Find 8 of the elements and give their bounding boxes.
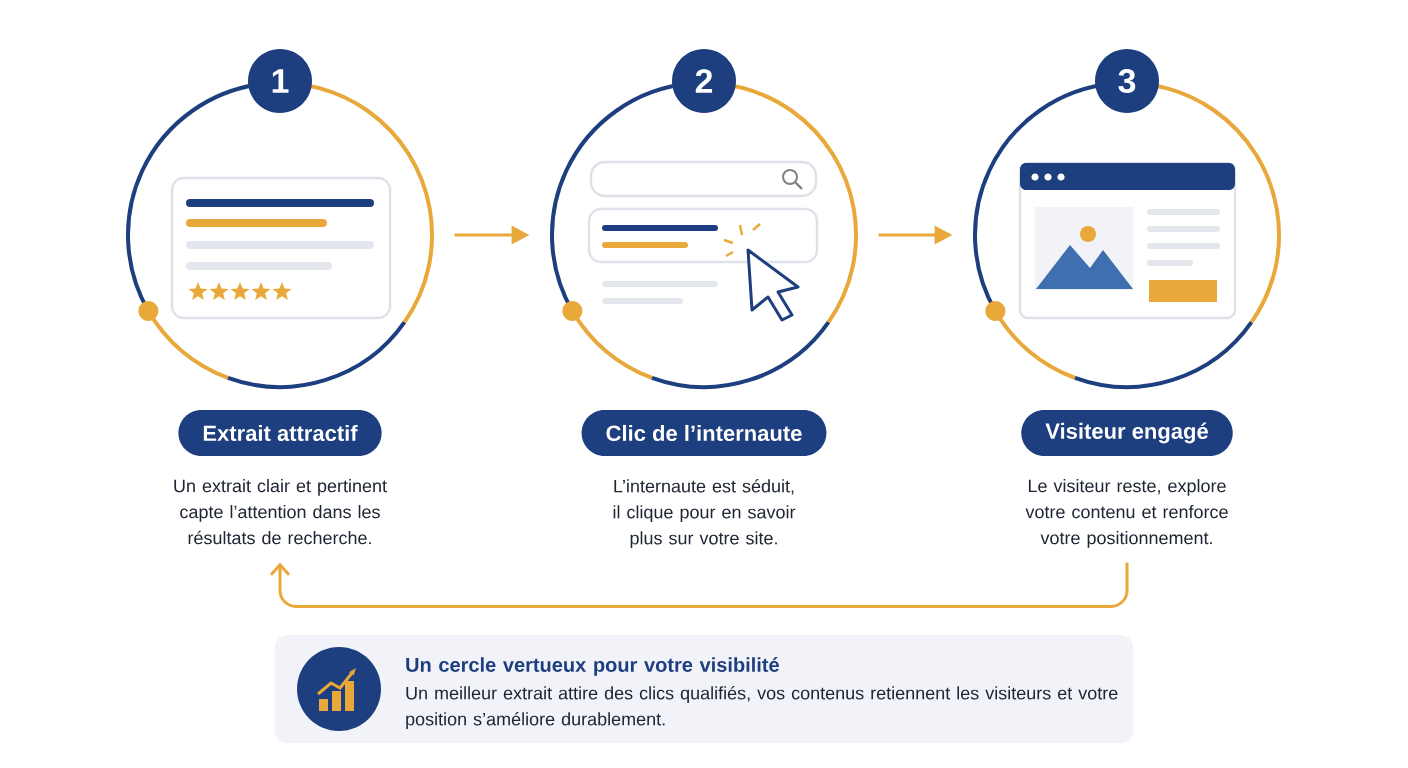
step-label: Visiteur engagé xyxy=(1021,410,1233,456)
step-label: Extrait attractif xyxy=(178,410,382,456)
summary-panel: Un cercle vertueux pour votre visibilité Un meilleur extrait attire des clics qualifiés, vos contenus retiennent les visiteurs et votre position s’améliore durablement. xyxy=(275,635,1133,743)
arrow xyxy=(269,562,1129,608)
description-text: Un extrait clair et pertinent capte l’attention dans les résultats de recherche. xyxy=(174,479,387,545)
step-label: Clic de l’internaute xyxy=(581,410,827,456)
description-text: Le visiteur reste, explore votre contenu et renforce votre positionnement. xyxy=(1025,479,1228,548)
description-text: L’internaute est séduit, il clique pour en savoir plus sur votre site. xyxy=(613,479,796,549)
